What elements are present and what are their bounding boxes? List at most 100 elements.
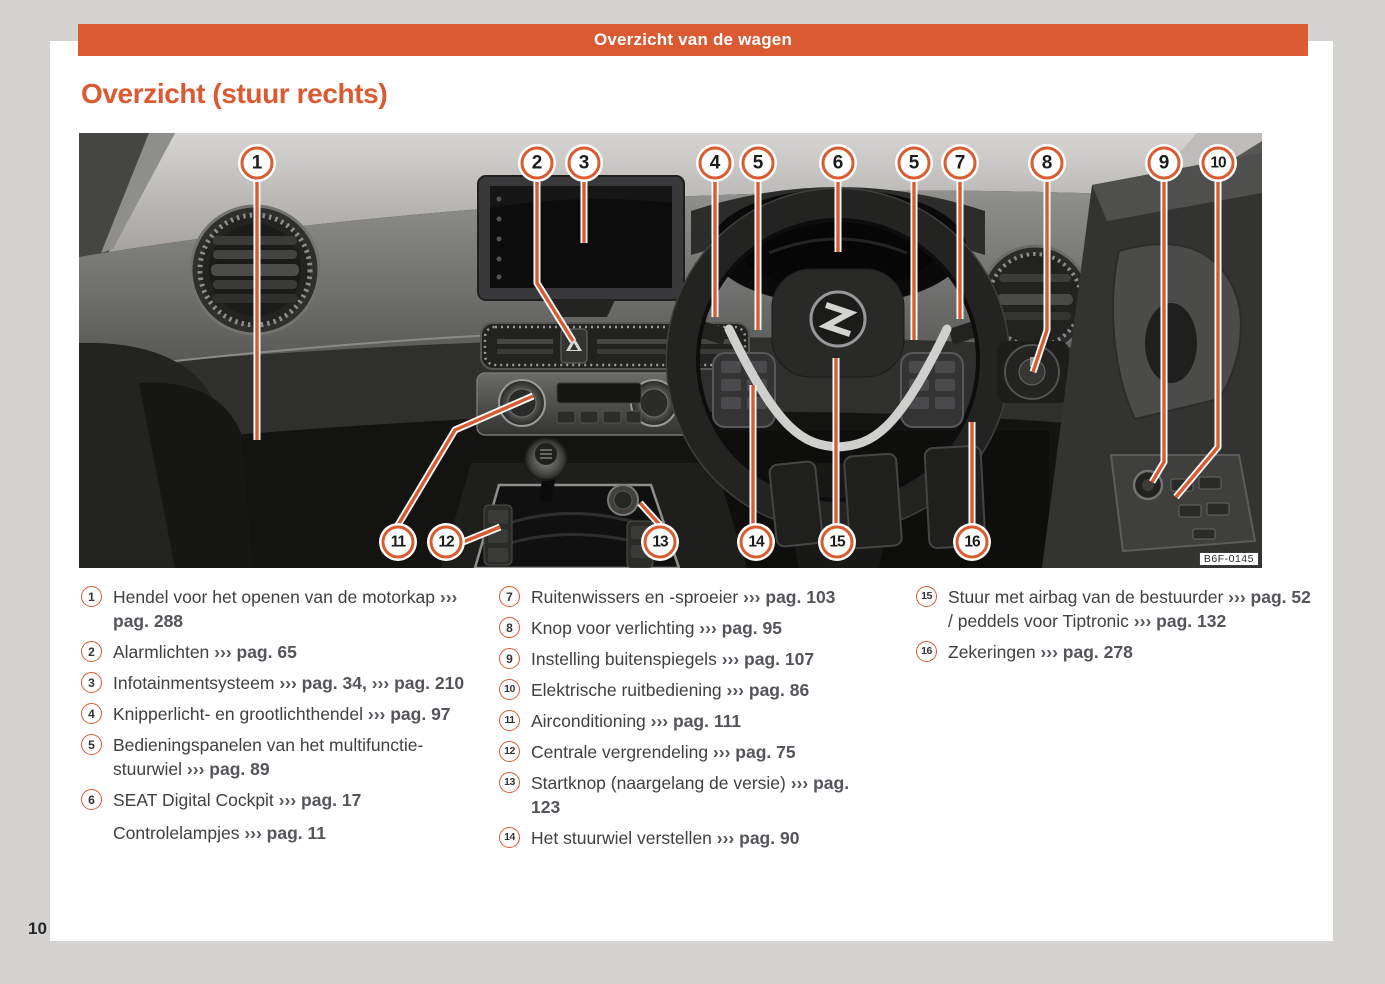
legend-item-sub: Controlelampjes ››› pag. 11 bbox=[81, 821, 469, 845]
legend-item-13: 13 Startknop (naargelang de versie) ››› p… bbox=[499, 771, 877, 819]
legend-item-text: Infotainmentsysteem ››› pag. 34, ››› pag… bbox=[113, 673, 465, 693]
legend-item-number: 3 bbox=[81, 672, 102, 693]
legend-item-text: Bedieningspanelen van het multifunctie-s… bbox=[113, 735, 424, 779]
legend-item-number: 8 bbox=[499, 617, 520, 638]
legend-item-6: 6 SEAT Digital Cockpit ››› pag. 17 bbox=[81, 788, 469, 812]
page-reference: ››› pag. 97 bbox=[367, 704, 451, 724]
legend-item-number: 6 bbox=[81, 789, 102, 810]
seat-shapes bbox=[79, 342, 253, 568]
legend-item-number: 14 bbox=[499, 827, 520, 848]
page-reference: ››› pag. 86 bbox=[726, 680, 810, 700]
callout-15: 15 bbox=[820, 525, 854, 559]
legend-item-16: 16 Zekeringen ››› pag. 278 bbox=[916, 640, 1312, 664]
page-reference: ››› pag. 65 bbox=[214, 642, 297, 662]
callout-13: 13 bbox=[643, 525, 677, 559]
legend-item-8: 8 Knop voor verlichting ››› pag. 95 bbox=[499, 616, 877, 640]
chapter-header-bar: Overzicht van de wagen bbox=[78, 24, 1308, 56]
legend-item-number: 7 bbox=[499, 586, 520, 607]
page-reference: ››› pag. 210 bbox=[371, 673, 465, 693]
legend-item-5: 5 Bedieningspanelen van het multifunctie-… bbox=[81, 733, 469, 781]
legend-item-text: Knop voor verlichting ››› pag. 95 bbox=[531, 618, 782, 638]
legend-item-number: 1 bbox=[81, 586, 102, 607]
page-reference: ››› pag. 107 bbox=[721, 649, 815, 669]
seat-logo-icon bbox=[809, 290, 867, 348]
callout-5: 5 bbox=[897, 146, 931, 180]
callout-3: 3 bbox=[567, 146, 601, 180]
page-reference: ››› pag. 11 bbox=[244, 823, 326, 843]
page-reference: ››› pag. 95 bbox=[699, 618, 782, 638]
legend-item-2: 2 Alarmlichten ››› pag. 65 bbox=[81, 640, 469, 664]
page-reference: ››› pag. 52 bbox=[1228, 587, 1311, 607]
legend-item-11: 11 Airconditioning ››› pag. 111 bbox=[499, 709, 877, 733]
page-reference: ››› pag. 288 bbox=[113, 587, 458, 631]
legend-item-text: Knipperlicht- en grootlichthendel ››› pa… bbox=[113, 704, 451, 724]
page-reference: ››› pag. 89 bbox=[186, 759, 270, 779]
callout-12: 12 bbox=[429, 525, 463, 559]
page-reference: ››› pag. 132 bbox=[1133, 611, 1227, 631]
legend-item-number: 16 bbox=[916, 641, 937, 662]
legend-item-text: Alarmlichten ››› pag. 65 bbox=[113, 642, 297, 662]
legend-item-text: Startknop (naargelang de versie) ››› pag… bbox=[531, 773, 850, 817]
legend-column-2: 7 Ruitenwissers en -sproeier ››› pag. 103… bbox=[499, 585, 877, 857]
chapter-header-title: Overzicht van de wagen bbox=[593, 30, 793, 49]
legend-item-number: 5 bbox=[81, 734, 102, 755]
legend-item-1: 1 Hendel voor het openen van de motorkap … bbox=[81, 585, 469, 633]
legend-item-text: Het stuurwiel verstellen ››› pag. 90 bbox=[531, 828, 800, 848]
legend-item-9: 9 Instelling buitenspiegels ››› pag. 107 bbox=[499, 647, 877, 671]
legend-column-1: 1 Hendel voor het openen van de motorkap … bbox=[81, 585, 469, 852]
manual-page: Overzicht van de wagen Overzicht (stuur … bbox=[50, 24, 1333, 941]
legend-item-10: 10 Elektrische ruitbediening ››› pag. 86 bbox=[499, 678, 877, 702]
page-reference: ››› pag. 17 bbox=[278, 790, 362, 810]
legend-item-number: 11 bbox=[499, 710, 520, 731]
legend-item-number: 10 bbox=[499, 679, 520, 700]
legend-item-text: Ruitenwissers en -sproeier ››› pag. 103 bbox=[531, 587, 836, 607]
legend-item-text: SEAT Digital Cockpit ››› pag. 17 bbox=[113, 790, 362, 810]
callout-4: 4 bbox=[698, 146, 732, 180]
legend-item-14: 14 Het stuurwiel verstellen ››› pag. 90 bbox=[499, 826, 877, 850]
page-reference: ››› pag. 278 bbox=[1040, 642, 1133, 662]
callout-1: 1 bbox=[240, 146, 274, 180]
callout-16: 16 bbox=[955, 525, 989, 559]
legend-item-7: 7 Ruitenwissers en -sproeier ››› pag. 103 bbox=[499, 585, 877, 609]
legend-item-number: 15 bbox=[916, 586, 937, 607]
callout-14: 14 bbox=[739, 525, 773, 559]
legend-item-text: Zekeringen ››› pag. 278 bbox=[948, 642, 1133, 662]
legend-item-text: Instelling buitenspiegels ››› pag. 107 bbox=[531, 649, 815, 669]
legend-item-4: 4 Knipperlicht- en grootlichthendel ››› p… bbox=[81, 702, 469, 726]
legend-item-text: Controlelampjes ››› pag. 11 bbox=[113, 823, 326, 843]
legend-item-text: Airconditioning ››› pag. 111 bbox=[531, 711, 742, 731]
callout-10: 10 bbox=[1201, 146, 1235, 180]
page-reference: ››› pag. 90 bbox=[716, 828, 800, 848]
callout-6: 6 bbox=[821, 146, 855, 180]
legend-item-number: 2 bbox=[81, 641, 102, 662]
callout-2: 2 bbox=[520, 146, 554, 180]
legend-item-number: 9 bbox=[499, 648, 520, 669]
page-title: Overzicht (stuur rechts) bbox=[81, 78, 388, 109]
page-reference: ››› pag. 111 bbox=[650, 711, 742, 731]
legend-item-number: 4 bbox=[81, 703, 102, 724]
legend-item-number: 13 bbox=[499, 772, 520, 793]
page-reference: ››› pag. 34, bbox=[279, 673, 367, 693]
start-button bbox=[607, 484, 639, 516]
callout-8: 8 bbox=[1030, 146, 1064, 180]
legend-item-number: 12 bbox=[499, 741, 520, 762]
legend-item-text: Centrale vergrendeling ››› pag. 75 bbox=[531, 742, 796, 762]
page-reference: ››› pag. 75 bbox=[712, 742, 796, 762]
callout-7: 7 bbox=[943, 146, 977, 180]
page-number: 10 bbox=[28, 919, 47, 938]
image-code-label: B6F-0145 bbox=[1198, 552, 1259, 566]
legend-item-3: 3 Infotainmentsysteem ››› pag. 34, ››› pa… bbox=[81, 671, 469, 695]
legend-item-text: Hendel voor het openen van de motorkap ›… bbox=[113, 587, 458, 631]
page-reference: ››› pag. 123 bbox=[531, 773, 850, 817]
wheel-buttons-right bbox=[900, 352, 964, 428]
legend: 1 Hendel voor het openen van de motorkap … bbox=[50, 585, 1333, 941]
page-reference: ››› pag. 103 bbox=[743, 587, 836, 607]
legend-item-text: Elektrische ruitbediening ››› pag. 86 bbox=[531, 680, 810, 700]
legend-item-12: 12 Centrale vergrendeling ››› pag. 75 bbox=[499, 740, 877, 764]
callout-9: 9 bbox=[1147, 146, 1181, 180]
